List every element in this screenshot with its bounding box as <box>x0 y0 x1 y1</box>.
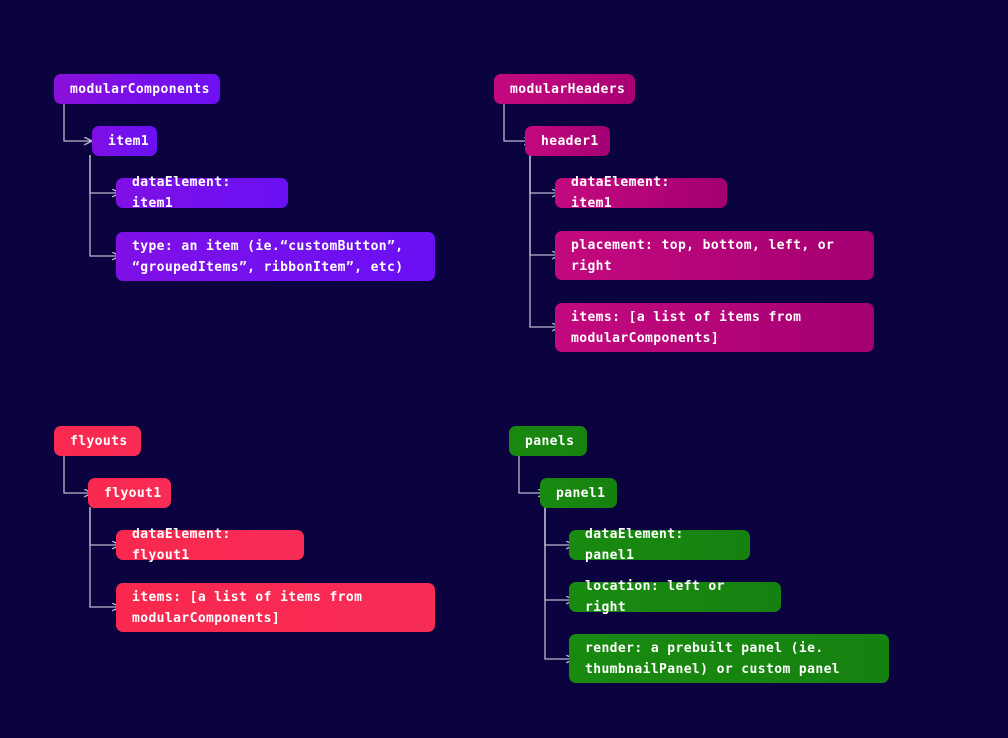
node-panels-prop-dataelement[interactable]: dataElement: panel1 <box>569 527 750 563</box>
node-flyouts-child[interactable]: flyout1 <box>88 478 171 508</box>
node-modular-headers-prop-dataelement[interactable]: dataElement: item1 <box>555 175 727 211</box>
node-panels-child[interactable]: panel1 <box>540 478 617 508</box>
node-modular-headers-prop-items[interactable]: items: [a list of items from modularComp… <box>555 303 874 352</box>
node-modular-headers-prop-placement[interactable]: placement: top, bottom, left, or right <box>555 231 874 280</box>
node-flyouts-prop-dataelement[interactable]: dataElement: flyout1 <box>116 527 304 563</box>
node-panels-prop-location[interactable]: location: left or right <box>569 579 781 615</box>
node-panels-prop-render[interactable]: render: a prebuilt panel (ie. thumbnailP… <box>569 634 889 683</box>
node-flyouts-prop-items[interactable]: items: [a list of items from modularComp… <box>116 583 435 632</box>
node-modular-components-prop-dataelement[interactable]: dataElement: item1 <box>116 175 288 211</box>
node-modular-components-root[interactable]: modularComponents <box>54 74 220 104</box>
node-modular-headers-root[interactable]: modularHeaders <box>494 74 635 104</box>
node-modular-components-prop-type[interactable]: type: an item (ie.“customButton”, “group… <box>116 232 435 281</box>
node-modular-components-child[interactable]: item1 <box>92 126 157 156</box>
node-flyouts-root[interactable]: flyouts <box>54 426 141 456</box>
node-panels-root[interactable]: panels <box>509 426 587 456</box>
node-modular-headers-child[interactable]: header1 <box>525 126 610 156</box>
